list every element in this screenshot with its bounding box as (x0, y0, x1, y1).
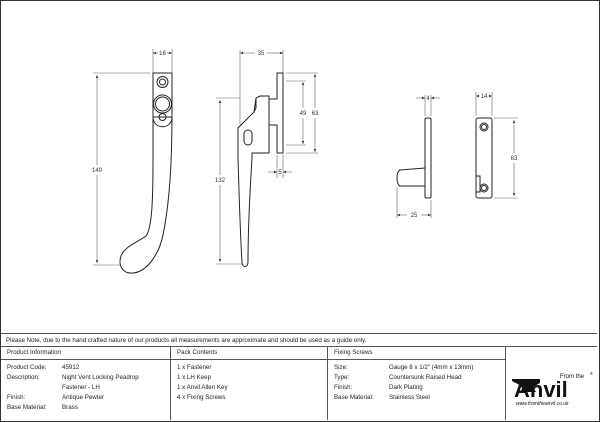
pack-item: 1 x Fastener (177, 364, 212, 371)
pack-item: 1 x Anvil Allen Key (177, 384, 228, 391)
fastener-front-view (119, 72, 173, 274)
fixing-screws-header: Fixing Screws (328, 347, 505, 360)
screw-row: Size:Gauge 8 x 1/2" (4mm x 13mm) (334, 364, 474, 371)
technical-drawing: 16 149 35 49 63 5 132 (92, 49, 518, 274)
info-row: Fastener - LH (62, 384, 100, 391)
dim-keep-height: 63 (511, 156, 518, 162)
product-info-table: Product Information Product Code:45912 D… (1, 347, 598, 420)
from-the-anvil-logo: From the Anvil ® www.fromtheanvil.co.uk (512, 371, 593, 407)
brand-from-the: From the (560, 374, 585, 380)
dim-keep-width: 14 (481, 94, 488, 100)
keep-side-dimensions (396, 95, 440, 218)
dim-fastener-height: 149 (92, 168, 103, 174)
measurement-note: Please Note, due to the hand crafted nat… (1, 333, 597, 347)
dim-keep-depth: 25 (411, 213, 418, 219)
keep-side-view (396, 117, 432, 199)
fastener-side-view (237, 72, 284, 267)
dim-fastener-width: 16 (159, 51, 166, 57)
info-row: Base Material:Brass (7, 404, 78, 411)
dim-keep-thickness: 4 (426, 96, 430, 102)
fastener-front-dimensions (93, 49, 173, 266)
screw-row: Finish:Dark Plating (334, 384, 423, 391)
screw-row: Base Material:Stainless Steel (334, 394, 430, 401)
product-information-section: Product Information Product Code:45912 D… (1, 347, 171, 420)
info-row: Description:Night Vent Locking Peadrop (7, 374, 139, 381)
dim-fastener-depth: 35 (258, 51, 265, 57)
dim-inner-height: 49 (300, 111, 307, 117)
pack-item: 1 x LH Keep (177, 374, 212, 381)
info-row: Product Code:45912 (7, 364, 80, 371)
pack-contents-header: Pack Contents (171, 347, 327, 360)
dim-plate-height: 63 (312, 111, 319, 117)
keep-front-view (475, 117, 493, 199)
dim-plate-thickness: 5 (278, 170, 282, 176)
keep-front-dimensions (475, 92, 518, 199)
screw-row: Type:Countersunk Raised Head (334, 374, 462, 381)
anvil-icon (512, 379, 540, 392)
brand-name: Anvil (514, 377, 568, 402)
brand-registered: ® (590, 371, 593, 376)
pack-item: 4 x Fixing Screws (177, 394, 226, 401)
dim-side-height: 132 (215, 178, 226, 184)
info-row: Finish:Antique Pewter (7, 394, 104, 401)
pack-contents-section: Pack Contents 1 x Fastener 1 x LH Keep 1… (171, 347, 328, 420)
fastener-side-dimensions (216, 50, 318, 265)
product-information-header: Product Information (1, 347, 170, 360)
brand-url: www.fromtheanvil.co.uk (516, 401, 569, 407)
fixing-screws-section: Fixing Screws Size:Gauge 8 x 1/2" (4mm x… (328, 347, 506, 420)
